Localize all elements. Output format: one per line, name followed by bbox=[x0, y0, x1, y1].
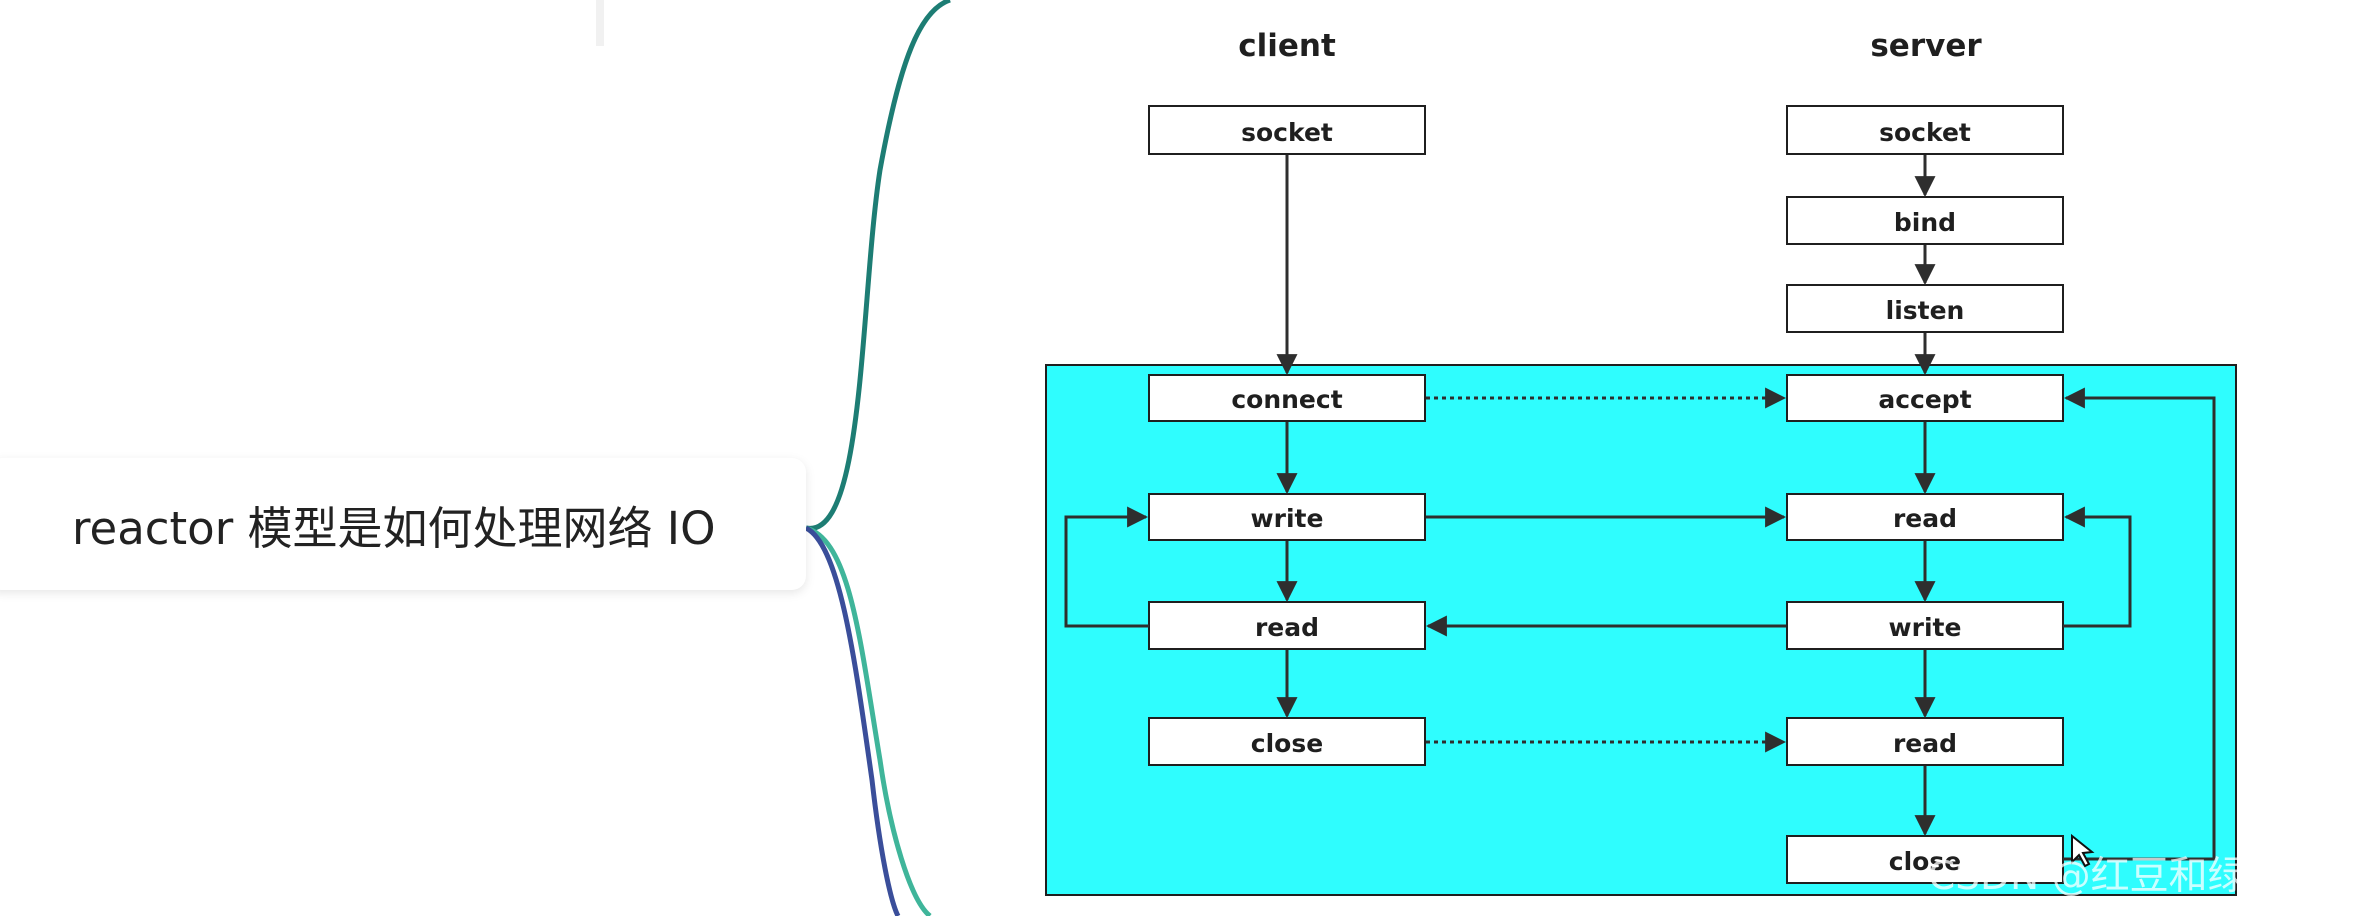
client-socket-label: socket bbox=[1241, 118, 1333, 147]
mindmap-branch-top bbox=[805, 0, 951, 531]
server-read-label-1: read bbox=[1893, 504, 1957, 533]
server-close-accept-loop bbox=[2063, 387, 2216, 861]
server-close-label: close bbox=[1889, 847, 1961, 876]
server-read-box-2: read bbox=[1786, 717, 2064, 766]
server-write-label: write bbox=[1889, 613, 1962, 642]
client-read-write-loop bbox=[1064, 506, 1149, 628]
server-accept-label: accept bbox=[1878, 385, 1971, 414]
server-bind-label: bind bbox=[1894, 208, 1956, 237]
client-write-label: write bbox=[1251, 504, 1324, 533]
csdn-watermark: CSDN @红豆和绿豆 bbox=[1928, 854, 2286, 899]
client-connect-label: connect bbox=[1231, 385, 1342, 414]
server-read-box-1: read bbox=[1786, 493, 2064, 541]
client-header: client bbox=[1238, 28, 1336, 64]
client-read-box: read bbox=[1148, 601, 1426, 650]
cursor-icon bbox=[2071, 833, 2095, 868]
server-listen-box: listen bbox=[1786, 284, 2064, 333]
mindmap-branch-teal bbox=[805, 525, 932, 916]
server-write-box: write bbox=[1786, 601, 2064, 650]
mindmap-node[interactable]: reactor 模型是如何处理网络 IO bbox=[0, 458, 806, 590]
server-read-label-2: read bbox=[1893, 729, 1957, 758]
client-close-box: close bbox=[1148, 717, 1426, 766]
mindmap-branch-blue bbox=[804, 525, 901, 916]
server-bind-box: bind bbox=[1786, 196, 2064, 245]
server-header: server bbox=[1870, 28, 1982, 64]
client-write-box: write bbox=[1148, 493, 1426, 541]
server-listen-label: listen bbox=[1886, 296, 1965, 325]
client-read-label: read bbox=[1255, 613, 1319, 642]
server-write-read-loop bbox=[2063, 506, 2132, 628]
server-accept-box: accept bbox=[1786, 374, 2064, 422]
client-connect-box: connect bbox=[1148, 374, 1426, 422]
client-socket-box: socket bbox=[1148, 105, 1426, 155]
client-close-label: close bbox=[1251, 729, 1323, 758]
topbar-stub bbox=[596, 0, 604, 46]
server-socket-box: socket bbox=[1786, 105, 2064, 155]
server-socket-label: socket bbox=[1879, 118, 1971, 147]
mindmap-node-label: reactor 模型是如何处理网络 IO bbox=[72, 501, 716, 555]
server-close-box: close bbox=[1786, 835, 2064, 884]
